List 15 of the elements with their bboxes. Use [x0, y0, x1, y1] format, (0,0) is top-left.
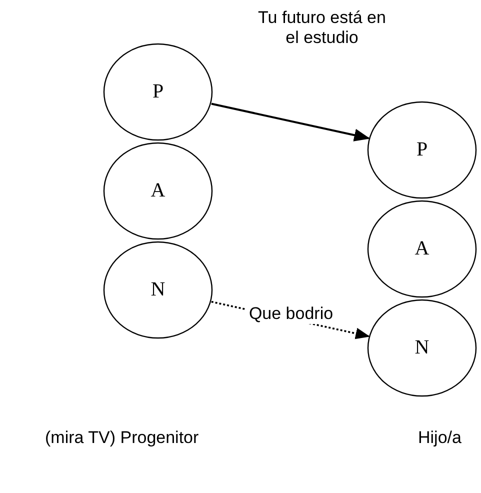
- ego-state-circle: [367, 200, 477, 298]
- ego-state-letter: N: [414, 336, 430, 360]
- ego-state-circle: [103, 43, 213, 141]
- column-caption: (mira TV) Progenitor: [45, 428, 199, 448]
- ego-state-letter: P: [152, 80, 164, 104]
- column-caption: Hijo/a: [418, 428, 462, 448]
- arrow: [211, 102, 370, 142]
- ego-state-letter: P: [416, 138, 428, 162]
- ego-state-circle: [103, 241, 213, 339]
- ego-state-circle: [103, 142, 213, 240]
- ego-state-letter: A: [414, 238, 430, 260]
- ego-state-circle: [367, 101, 477, 199]
- ego-state-circle: [367, 299, 477, 397]
- ego-state-letter: A: [150, 180, 166, 202]
- ego-state-letter: N: [150, 278, 166, 302]
